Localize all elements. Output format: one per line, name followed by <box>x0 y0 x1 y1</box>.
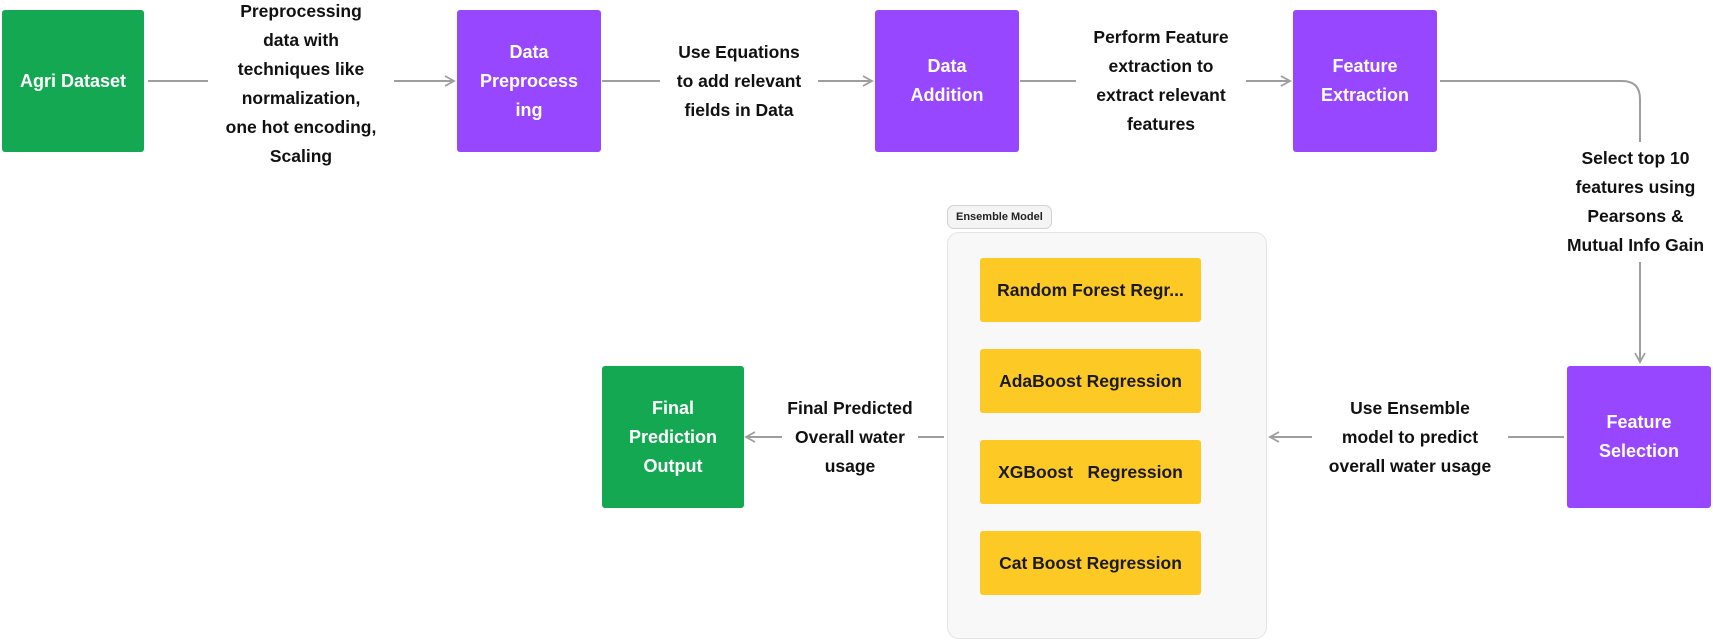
connector-extraction-to-selection-a <box>1440 80 1641 142</box>
edge-label-feature-selection: Select top 10 features using Pearsons & … <box>1566 148 1705 255</box>
edge-label-feature-extraction: Perform Feature extraction to extract re… <box>1093 27 1229 134</box>
random-forest-regression-node[interactable]: Random Forest Regr... <box>980 258 1201 322</box>
catboost-regression-node[interactable]: Cat Boost Regression <box>980 531 1201 595</box>
xgboost-regression-node[interactable]: XGBoost Regression <box>980 440 1201 504</box>
edge-label-equations: Use Equations to add relevant fields in … <box>676 41 802 120</box>
edge-label-ensemble: Use Ensemble model to predict overall wa… <box>1328 397 1492 476</box>
ensemble-model-tag: Ensemble Model <box>947 205 1052 229</box>
edge-label-preprocessing: Preprocessing data with techniques like … <box>225 1 377 166</box>
feature-extraction-node[interactable]: Feature Extraction <box>1293 10 1437 152</box>
data-preprocessing-node[interactable]: Data Preprocess ing <box>457 10 601 152</box>
edge-label-final-predicted: Final Predicted Overall water usage <box>787 397 913 476</box>
agri-dataset-node[interactable]: Agri Dataset <box>2 10 144 152</box>
final-prediction-output-node[interactable]: Final Prediction Output <box>602 366 744 508</box>
data-addition-node[interactable]: Data Addition <box>875 10 1019 152</box>
adaboost-regression-node[interactable]: AdaBoost Regression <box>980 349 1201 413</box>
feature-selection-node[interactable]: Feature Selection <box>1567 366 1711 508</box>
